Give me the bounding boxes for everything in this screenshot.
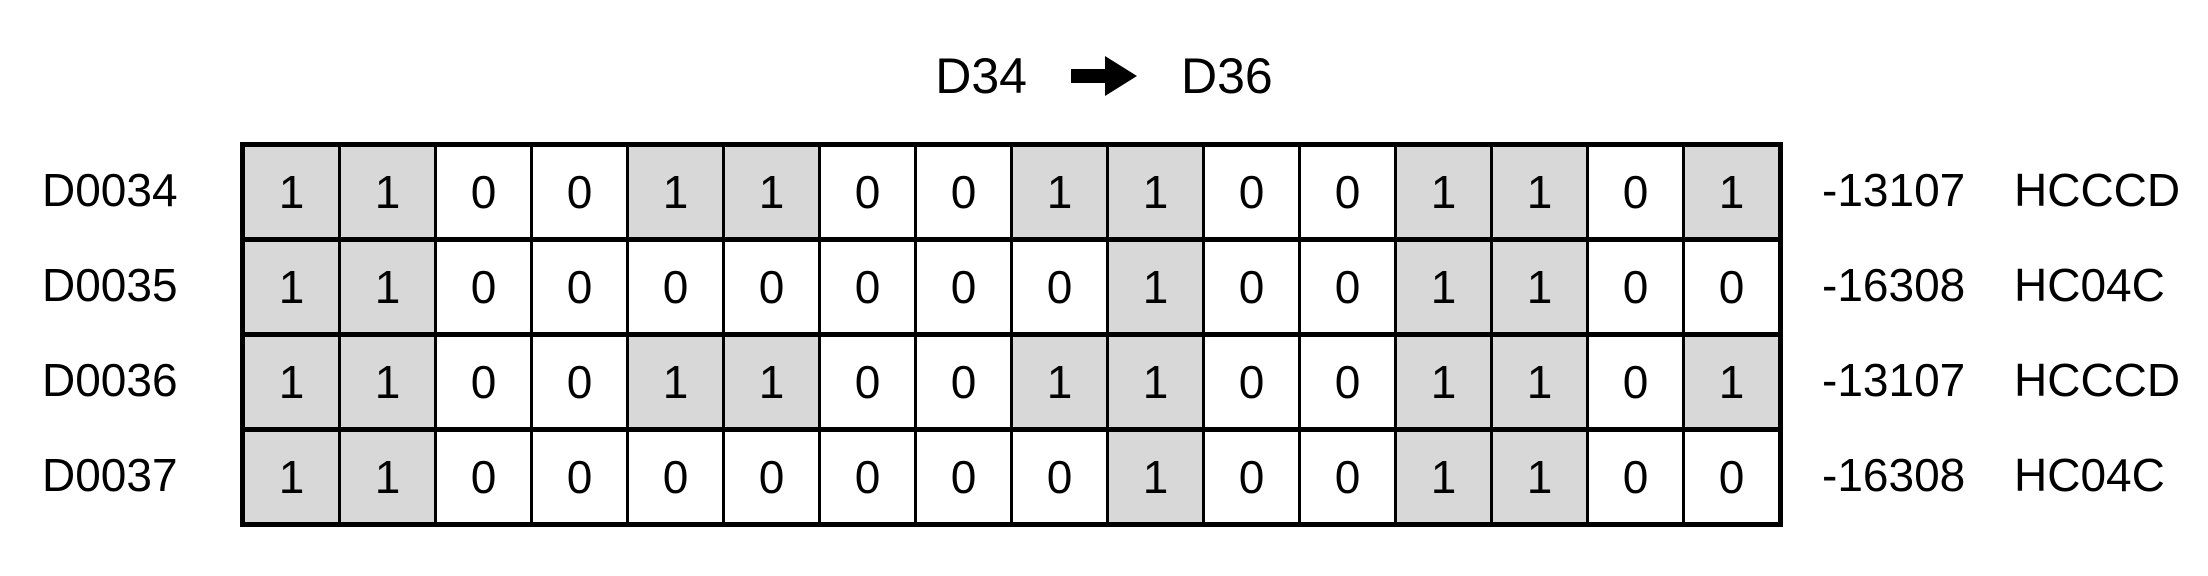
bit-cell: 0 xyxy=(434,337,530,427)
register-value-row: -16308 HC04C xyxy=(1822,427,2180,522)
decimal-value: -13107 xyxy=(1822,353,1966,406)
bit-cell: 0 xyxy=(1010,432,1106,522)
bit-cell: 1 xyxy=(245,432,338,522)
source-register-label: D34 xyxy=(935,48,1027,104)
bit-cell: 0 xyxy=(1202,147,1298,237)
bit-cell: 1 xyxy=(626,147,722,237)
bit-cell: 1 xyxy=(1010,337,1106,427)
bit-cell: 0 xyxy=(1586,432,1682,522)
register-label: D0034 xyxy=(42,163,178,216)
register-label: D0035 xyxy=(42,258,178,311)
bit-cell: 0 xyxy=(530,242,626,332)
register-value-row: -13107 HCCCD xyxy=(1822,142,2180,237)
bit-cell: 1 xyxy=(338,337,434,427)
register-value-row: -13107 HCCCD xyxy=(1822,332,2180,427)
transfer-title: D34 D36 xyxy=(0,44,2208,108)
bit-cell: 1 xyxy=(338,147,434,237)
bit-cell: 0 xyxy=(818,242,914,332)
bit-cell: 1 xyxy=(722,337,818,427)
bit-cell: 0 xyxy=(914,432,1010,522)
bit-cell: 1 xyxy=(1394,432,1490,522)
hex-value: HC04C xyxy=(2014,258,2165,311)
bit-cell: 1 xyxy=(1106,432,1202,522)
bit-cell: 0 xyxy=(434,242,530,332)
bit-cell: 0 xyxy=(1202,242,1298,332)
bit-cell: 0 xyxy=(1298,432,1394,522)
bit-cell: 1 xyxy=(245,147,338,237)
bit-cell: 1 xyxy=(1490,432,1586,522)
bit-cell: 0 xyxy=(722,242,818,332)
bit-cell: 1 xyxy=(1106,337,1202,427)
bit-cell: 0 xyxy=(914,147,1010,237)
bit-cell: 1 xyxy=(1394,242,1490,332)
register-label: D0036 xyxy=(42,353,178,406)
register-value-row: -16308 HC04C xyxy=(1822,237,2180,332)
bit-cell: 0 xyxy=(818,147,914,237)
hex-value: HCCCD xyxy=(2014,353,2181,406)
bit-cell: 1 xyxy=(1490,242,1586,332)
bit-cell: 0 xyxy=(1298,147,1394,237)
bit-cell: 0 xyxy=(914,242,1010,332)
bit-cell: 0 xyxy=(818,432,914,522)
dest-register-label: D36 xyxy=(1181,48,1273,104)
bit-cell: 1 xyxy=(1490,147,1586,237)
bit-cell: 1 xyxy=(1490,337,1586,427)
bit-cell: 0 xyxy=(1298,337,1394,427)
hex-value: HC04C xyxy=(2014,448,2165,501)
bit-cell: 1 xyxy=(1394,337,1490,427)
bit-cell: 1 xyxy=(626,337,722,427)
right-arrow-icon xyxy=(1071,54,1137,98)
decimal-value: -13107 xyxy=(1822,163,1966,216)
bit-cell: 0 xyxy=(530,147,626,237)
bit-cell: 0 xyxy=(1682,432,1778,522)
bit-cell: 0 xyxy=(530,432,626,522)
bit-cell: 1 xyxy=(338,242,434,332)
bit-cell: 0 xyxy=(1298,242,1394,332)
hex-value: HCCCD xyxy=(2014,163,2181,216)
bit-cell: 0 xyxy=(1202,432,1298,522)
bit-cell: 0 xyxy=(626,242,722,332)
decimal-value: -16308 xyxy=(1822,258,1966,311)
bit-cell: 1 xyxy=(1106,147,1202,237)
bit-cell: 0 xyxy=(434,147,530,237)
bit-cell: 0 xyxy=(1586,147,1682,237)
bit-cell: 1 xyxy=(338,432,434,522)
bit-cell: 1 xyxy=(1682,337,1778,427)
bit-cell: 1 xyxy=(245,337,338,427)
bit-cell: 1 xyxy=(245,242,338,332)
bit-cell: 1 xyxy=(1106,242,1202,332)
bit-cell: 0 xyxy=(1010,242,1106,332)
bit-cell: 0 xyxy=(1682,242,1778,332)
bit-cell: 0 xyxy=(626,432,722,522)
register-label: D0037 xyxy=(42,448,178,501)
bit-cell: 0 xyxy=(818,337,914,427)
bit-cell: 0 xyxy=(914,337,1010,427)
bit-cell: 0 xyxy=(530,337,626,427)
decimal-value: -16308 xyxy=(1822,448,1966,501)
bit-cell: 0 xyxy=(1586,337,1682,427)
bit-cell: 0 xyxy=(434,432,530,522)
bit-cell: 1 xyxy=(1394,147,1490,237)
bit-cell: 1 xyxy=(1010,147,1106,237)
bit-cell: 1 xyxy=(1682,147,1778,237)
bit-cell: 0 xyxy=(1586,242,1682,332)
bit-cell: 1 xyxy=(722,147,818,237)
bit-cell: 0 xyxy=(722,432,818,522)
bit-cell: 0 xyxy=(1202,337,1298,427)
